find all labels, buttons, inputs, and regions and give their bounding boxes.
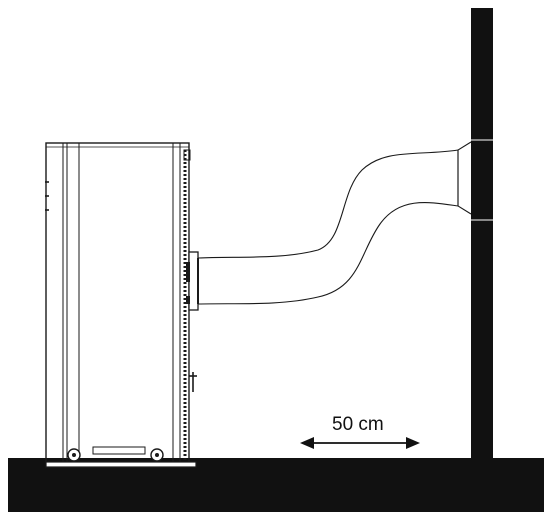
caster-wheels [67,446,164,462]
wall [471,8,493,460]
drain-plug [189,372,197,392]
distance-arrow [300,437,420,449]
window-adapter [457,141,472,215]
unit-base [45,461,197,468]
arrowhead-right-icon [406,437,420,449]
distance-label: 50 cm [332,414,384,435]
side-controls [45,181,49,211]
hose-connector [188,251,199,311]
air-conditioner-unit [45,142,199,468]
wall-opening [471,139,493,221]
top-knob [183,149,191,161]
exhaust-hose [197,141,472,305]
arrowhead-left-icon [300,437,314,449]
